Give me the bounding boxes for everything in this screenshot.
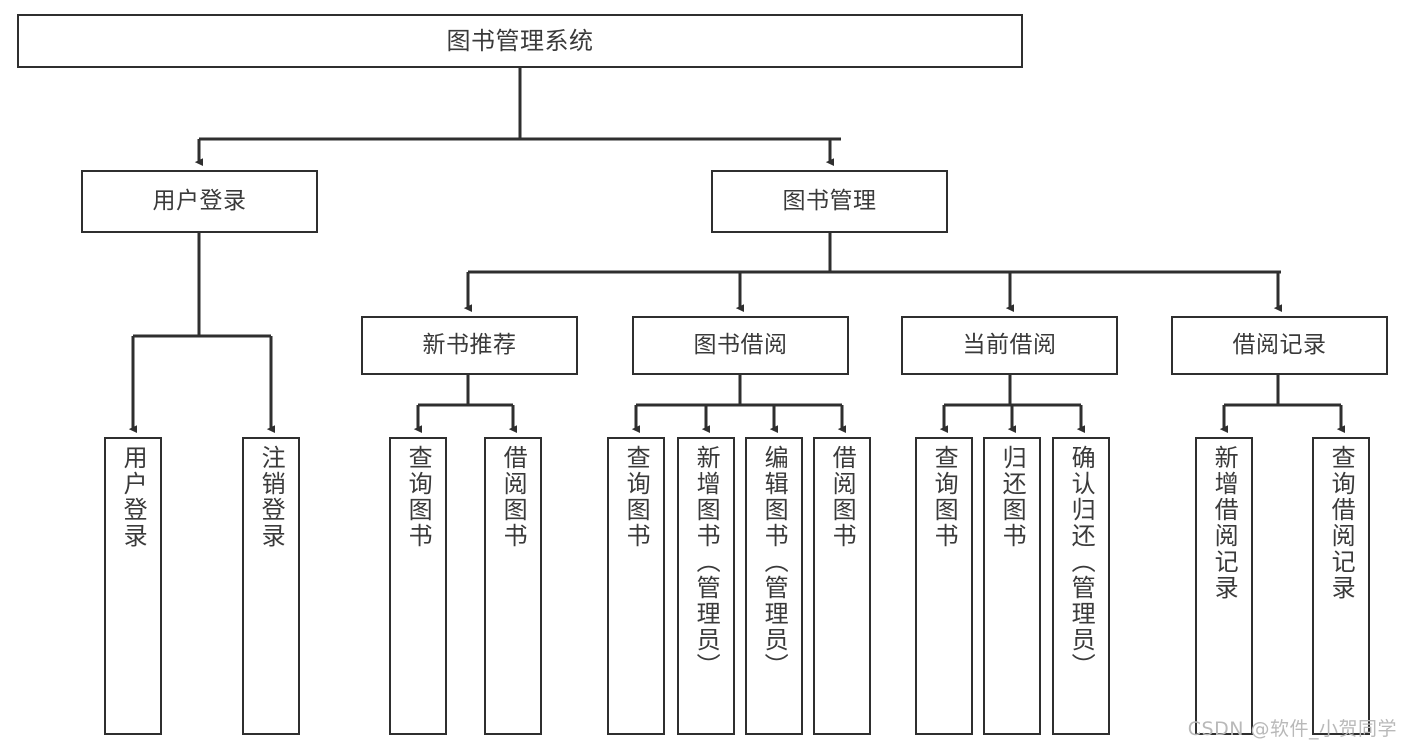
node-label: 归还图书 <box>998 445 1027 549</box>
node-leaf-query-book-new[interactable]: 查询图书 <box>389 437 447 735</box>
node-label: 新增借阅记录 <box>1210 445 1239 601</box>
node-book-management[interactable]: 图书管理 <box>711 170 948 233</box>
node-leaf-logout-login[interactable]: 注销登录 <box>242 437 300 735</box>
node-leaf-add-record[interactable]: 新增借阅记录 <box>1195 437 1253 735</box>
node-label: 图书管理 <box>782 187 877 214</box>
node-label: 查询借阅记录 <box>1327 445 1356 601</box>
node-leaf-edit-book[interactable]: 编辑图书（管理员） <box>745 437 803 735</box>
node-new-book-recommend[interactable]: 新书推荐 <box>361 316 578 375</box>
node-leaf-query-book-current[interactable]: 查询图书 <box>915 437 973 735</box>
node-leaf-borrow-book-borrow[interactable]: 借阅图书 <box>813 437 871 735</box>
node-label: 借阅记录 <box>1232 331 1327 358</box>
node-label: 编辑图书（管理员） <box>760 445 789 679</box>
node-leaf-query-record[interactable]: 查询借阅记录 <box>1312 437 1370 735</box>
node-label: 新增图书（管理员） <box>692 445 721 679</box>
node-label: 注销登录 <box>257 445 286 549</box>
node-label: 用户登录 <box>152 187 247 214</box>
node-book-borrow[interactable]: 图书借阅 <box>632 316 849 375</box>
watermark-text: CSDN @软件_小贺同学 <box>1187 718 1397 740</box>
node-leaf-borrow-book-new[interactable]: 借阅图书 <box>484 437 542 735</box>
node-user-login[interactable]: 用户登录 <box>81 170 318 233</box>
node-label: 确认归还（管理员） <box>1067 445 1096 679</box>
node-leaf-query-book-borrow[interactable]: 查询图书 <box>607 437 665 735</box>
node-label: 借阅图书 <box>828 445 857 549</box>
node-current-borrow[interactable]: 当前借阅 <box>901 316 1118 375</box>
node-label: 查询图书 <box>404 445 433 549</box>
node-leaf-user-login[interactable]: 用户登录 <box>104 437 162 735</box>
node-label: 查询图书 <box>930 445 959 549</box>
node-borrow-record[interactable]: 借阅记录 <box>1171 316 1388 375</box>
node-label: 查询图书 <box>622 445 651 549</box>
node-label: 用户登录 <box>119 445 148 549</box>
node-label: 借阅图书 <box>499 445 528 549</box>
node-label: 当前借阅 <box>962 331 1057 358</box>
node-label: 新书推荐 <box>422 331 517 358</box>
node-label: 图书管理系统 <box>446 26 594 55</box>
node-book-management-system[interactable]: 图书管理系统 <box>17 14 1023 68</box>
node-label: 图书借阅 <box>693 331 788 358</box>
node-leaf-confirm-return[interactable]: 确认归还（管理员） <box>1052 437 1110 735</box>
node-leaf-add-book[interactable]: 新增图书（管理员） <box>677 437 735 735</box>
node-leaf-return-book[interactable]: 归还图书 <box>983 437 1041 735</box>
